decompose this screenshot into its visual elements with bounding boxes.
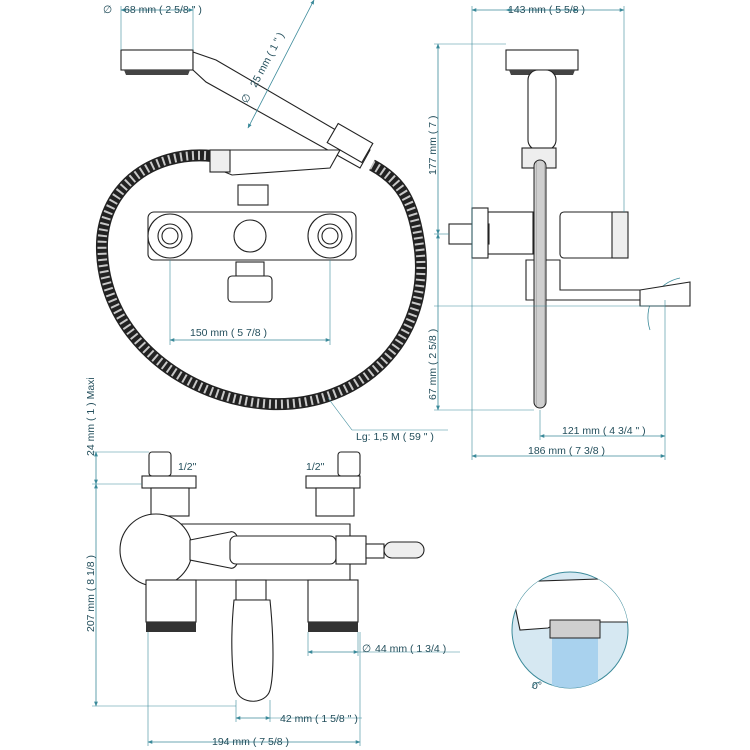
detail-view: 0°	[511, 571, 629, 692]
outlet-diameter-symbol: ∅	[362, 643, 371, 655]
centers-dimension: 150 mm ( 5 7/8 )	[190, 327, 267, 339]
width-194-dimension: 194 mm ( 7 5/8 )	[212, 736, 289, 748]
bottom-view: 1/2" 1/2" 24 mm ( 1 ) Maxi 207 mm ( 8 1/…	[85, 377, 460, 748]
center-valve	[233, 219, 267, 253]
inlet-right-label: 1/2"	[306, 461, 325, 473]
shower-head	[120, 49, 194, 71]
side-hose	[533, 159, 547, 409]
bottom-handle	[119, 513, 193, 587]
max-24-dimension: 24 mm ( 1 ) Maxi	[85, 377, 97, 456]
head-diameter-symbol: ∅	[103, 4, 112, 16]
height-207-dimension: 207 mm ( 8 1/8 )	[85, 555, 97, 632]
angle-label: 0°	[532, 680, 542, 692]
height-177-dimension: 177 mm ( 7 )	[427, 115, 439, 175]
detail-water	[552, 636, 598, 688]
spout-42-dimension: 42 mm ( 1 5/8 " )	[280, 713, 358, 725]
hose-length-label: Lg: 1,5 M ( 59 " )	[356, 431, 434, 443]
height-67-dimension: 67 mm ( 2 5/8 )	[427, 329, 439, 400]
reach-121-dimension: 121 mm ( 4 3/4 " )	[562, 425, 646, 437]
bottom-outlet-pipe	[383, 541, 425, 559]
top-width-dimension: 143 mm ( 5 5/8 )	[508, 4, 585, 16]
hose	[95, 149, 427, 411]
side-view: 143 mm ( 5 5/8 ) 177 mm ( 7 ) 67 mm ( 2 …	[427, 4, 691, 460]
inlet-left-label: 1/2"	[178, 461, 197, 473]
hose-diameter-dimension: 25 mm ( 1 " )	[248, 31, 287, 90]
diverter	[227, 275, 273, 303]
front-view: ∅ 68 mm ( 2 5/8 " ) 25 mm ( 1 " ) ∅ 150 …	[95, 0, 448, 443]
depth-186-dimension: 186 mm ( 7 3/8 )	[528, 445, 605, 457]
bottom-spout	[231, 599, 274, 702]
outlet-44-dimension: 44 mm ( 1 3/4 )	[375, 643, 446, 655]
head-diameter-dimension: 68 mm ( 2 5/8 " )	[124, 4, 202, 16]
